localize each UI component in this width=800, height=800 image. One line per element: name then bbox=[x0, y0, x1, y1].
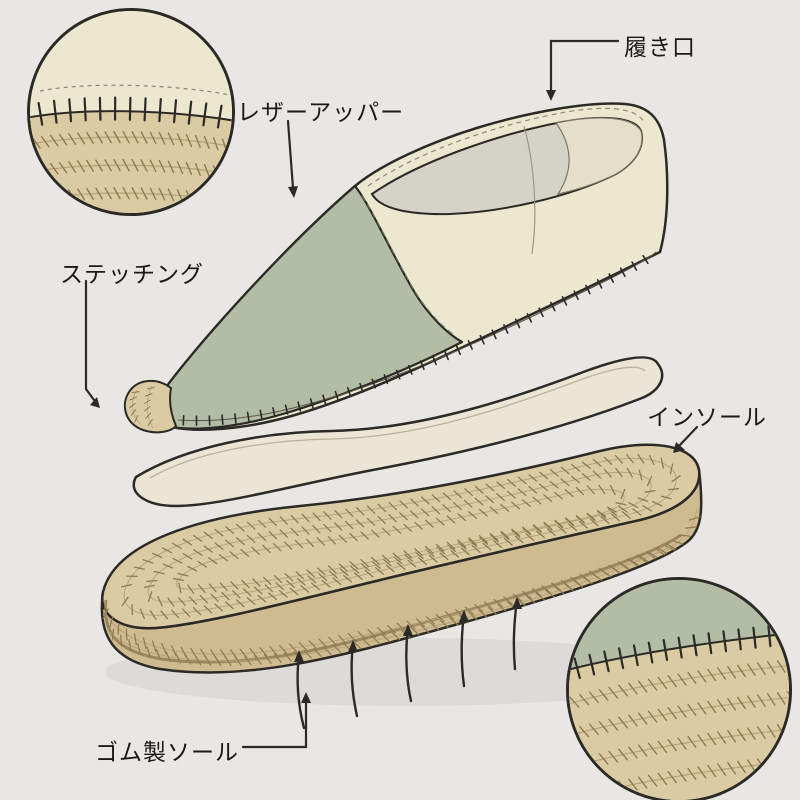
label-upper: レザーアッパー bbox=[237, 100, 405, 126]
sole-braid-detail-art bbox=[569, 580, 789, 800]
toe-braid-texture-1-ticks bbox=[129, 391, 140, 423]
quarter-seam-line bbox=[523, 125, 536, 255]
rubber-base-line bbox=[103, 533, 682, 664]
leader-insole bbox=[677, 425, 699, 448]
toe-stitch-detail-inset bbox=[27, 8, 235, 216]
leader-lines bbox=[84, 39, 699, 749]
airflow-arrowheads bbox=[294, 597, 522, 662]
leader-arrowheads bbox=[90, 90, 685, 703]
rope-sole bbox=[100, 443, 703, 674]
rope-coil-middle-ticks bbox=[143, 467, 656, 607]
insole-edge-contour bbox=[149, 366, 646, 479]
side-braid-row-2-ticks bbox=[111, 542, 677, 667]
detail-edge-line bbox=[30, 110, 232, 122]
toe-braid-texture-2 bbox=[146, 385, 154, 429]
rope-coil-outer-ticks bbox=[120, 453, 681, 620]
leader-stitching bbox=[84, 279, 96, 402]
inner-heel-wall bbox=[554, 117, 643, 195]
detail2-braid-row-2-ticks bbox=[569, 690, 789, 743]
label-stitching: ステッチング bbox=[60, 262, 204, 288]
detail-edge-line-2 bbox=[569, 632, 789, 671]
detail2-braid-row-1-ticks bbox=[569, 658, 789, 711]
label-sole: ゴム製ソール bbox=[95, 740, 239, 766]
toe-stitch-detail-art bbox=[30, 11, 232, 213]
shoe-upper bbox=[123, 102, 669, 434]
leader-upper bbox=[286, 119, 295, 190]
detail-staple-stitches-ticks bbox=[37, 96, 223, 129]
topline-stitch bbox=[367, 107, 645, 187]
label-insole: インソール bbox=[647, 405, 767, 431]
detail2-braid-row-2 bbox=[569, 696, 789, 737]
vamp-seam-stitch bbox=[361, 195, 456, 337]
label-opening: 履き口 bbox=[624, 35, 696, 61]
vamp-panel bbox=[153, 184, 464, 430]
sole-seam-stitching-ticks bbox=[182, 254, 649, 427]
detail-fabric-stitch bbox=[39, 84, 231, 96]
toe-braid-texture-2-ticks bbox=[143, 387, 155, 426]
insole-footbed bbox=[132, 356, 664, 508]
insole-layer bbox=[132, 356, 664, 508]
leader-opening bbox=[549, 39, 620, 94]
rope-sole-top bbox=[101, 443, 701, 630]
leader-sole bbox=[241, 699, 308, 749]
rope-coil-inner-ticks bbox=[172, 484, 627, 594]
detail2-braid-row-1 bbox=[569, 664, 789, 705]
sole-braid-detail-inset bbox=[566, 577, 792, 800]
